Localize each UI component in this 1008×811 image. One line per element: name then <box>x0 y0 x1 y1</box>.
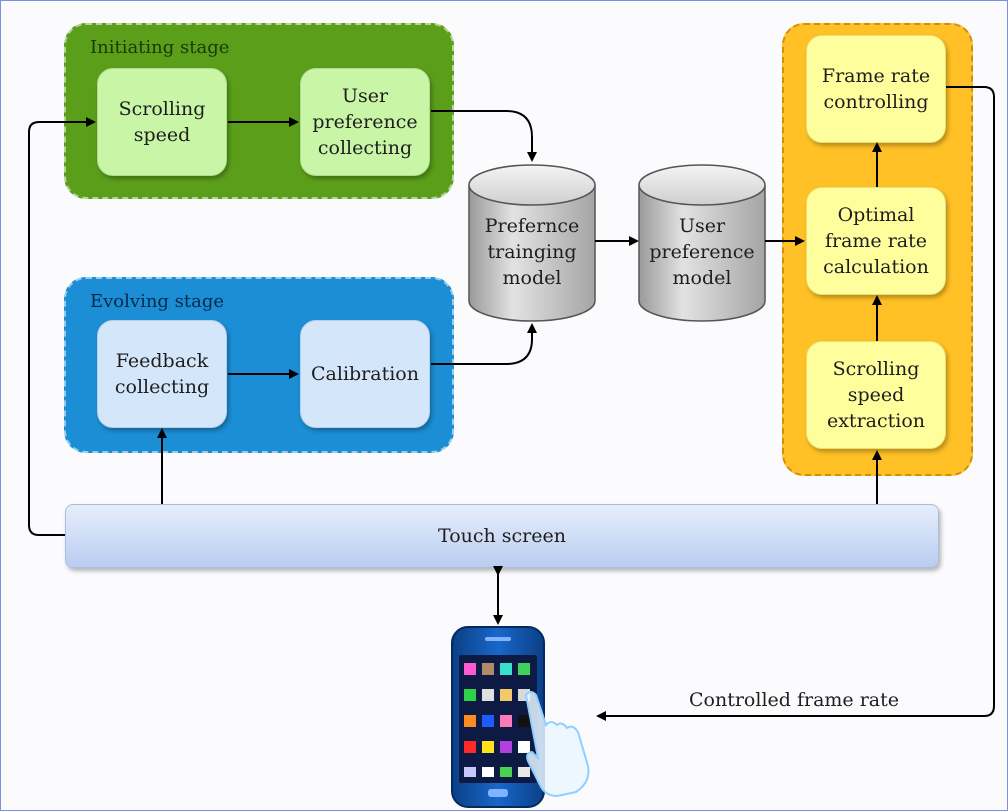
initiating-stage-label: Initiating stage <box>90 37 230 58</box>
preference-training-cylinder <box>468 164 596 322</box>
touch-screen-text: Touch screen <box>438 525 566 547</box>
scrolling-speed-text: Scrolling speed <box>118 98 206 146</box>
scrolling-speed-extraction-node: Scrolling speed extraction <box>806 341 946 449</box>
user-preference-cylinder <box>638 164 766 322</box>
finger-icon <box>524 691 590 798</box>
calibration-text: Calibration <box>311 363 419 385</box>
user-preference-model-text: User preference model <box>649 215 755 289</box>
frame-rate-controlling-text: Frame rate controlling <box>821 65 931 113</box>
user-preference-model-label: User preference model <box>639 197 765 307</box>
user-preference-collecting-text: User preference collecting <box>312 85 418 159</box>
app-grid-icon <box>464 663 530 777</box>
optimal-frame-rate-calculation-node: Optimal frame rate calculation <box>806 187 946 295</box>
preference-training-model-label: Prefernce trainging model <box>469 197 595 307</box>
feedback-collecting-node: Feedback collecting <box>97 320 227 428</box>
preference-training-model-text: Prefernce trainging model <box>484 215 580 289</box>
frame-rate-controlling-node: Frame rate controlling <box>806 35 946 143</box>
edge-collecting-to-training <box>431 110 537 162</box>
edge-touch-to-scrolling <box>28 117 96 536</box>
optimal-frame-rate-calculation-text: Optimal frame rate calculation <box>823 204 929 278</box>
scrolling-speed-node: Scrolling speed <box>97 68 227 176</box>
evolving-stage-label: Evolving stage <box>90 291 225 312</box>
edge-controlling-to-phone <box>596 86 995 721</box>
calibration-node: Calibration <box>300 320 430 428</box>
edge-calibration-to-training <box>431 323 537 365</box>
scrolling-speed-extraction-text: Scrolling speed extraction <box>826 358 926 432</box>
touch-screen-node: Touch screen <box>65 504 939 568</box>
smartphone-with-finger-icon <box>451 626 590 808</box>
controlled-frame-rate-label: Controlled frame rate <box>689 689 900 711</box>
user-preference-collecting-node: User preference collecting <box>300 68 430 176</box>
feedback-collecting-text: Feedback collecting <box>114 350 210 398</box>
